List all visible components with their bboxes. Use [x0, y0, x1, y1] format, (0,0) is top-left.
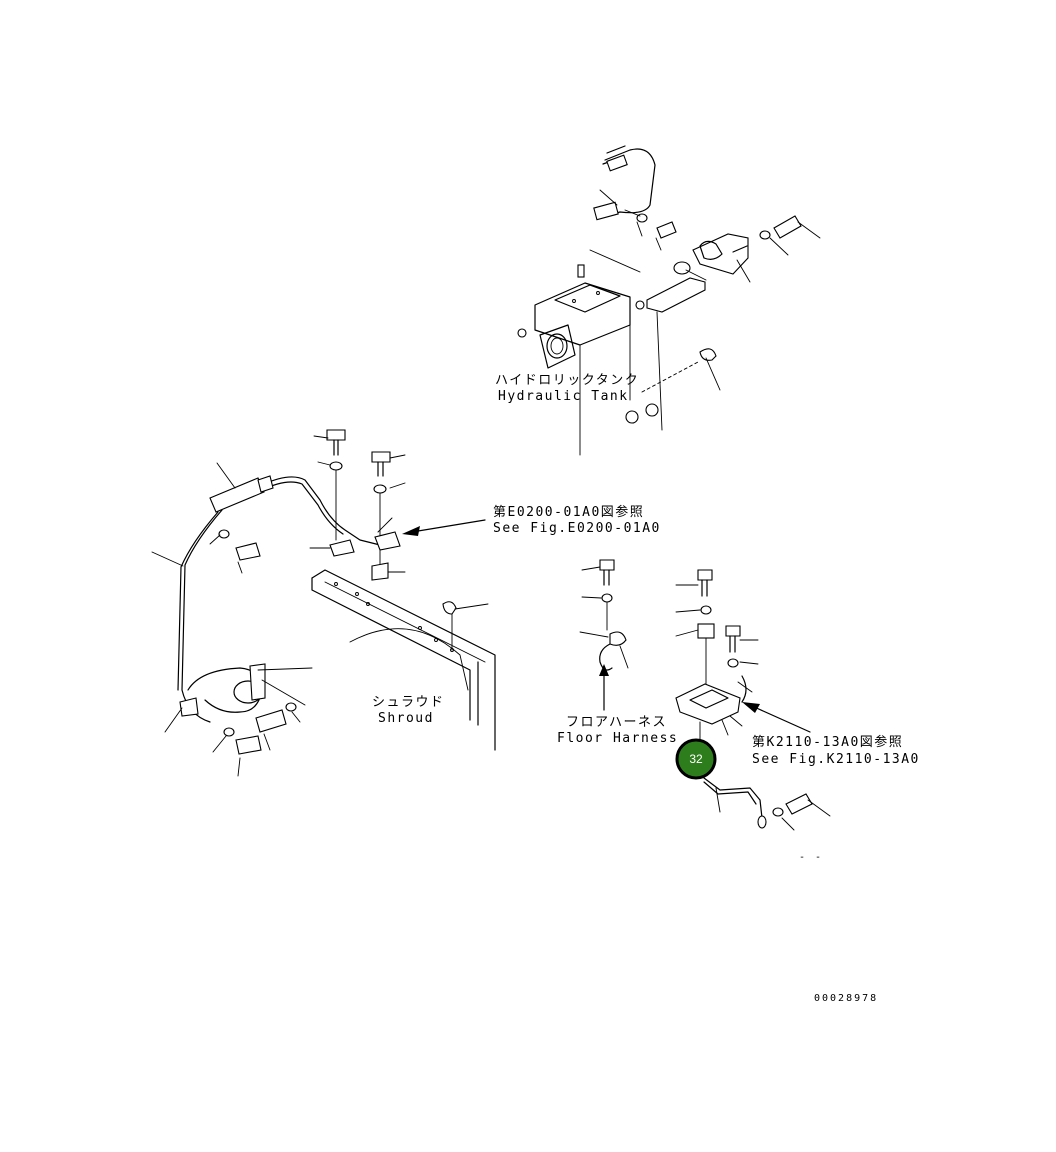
callout-32[interactable]: 32	[675, 738, 717, 780]
floor-harness-label-jp: フロアハーネス	[566, 715, 667, 730]
drawing-number: 00028978	[814, 993, 878, 1004]
shroud-label-en: Shroud	[378, 711, 434, 726]
floor-harness-label-en: Floor Harness	[557, 731, 678, 746]
ref-k2110-label-en: See Fig.K2110-13A0	[752, 752, 920, 767]
hydraulic-tank-label-en: Hydraulic Tank	[498, 389, 629, 404]
ref-e0200-label-jp: 第E0200-01A0図参照	[493, 504, 644, 520]
dash-marks: - -	[799, 852, 823, 863]
ref-k2110-label-jp: 第K2110-13A0図参照	[752, 734, 903, 750]
callout-circle[interactable]	[675, 738, 717, 780]
shroud-harness-assembly	[151, 429, 496, 777]
hydraulic-tank-label-jp: ハイドロリックタンク	[495, 373, 639, 388]
hydraulic-tank-assembly	[517, 145, 821, 456]
shroud-label-jp: シュラウド	[372, 695, 445, 710]
floor-harness-assembly	[579, 559, 831, 831]
ref-e0200-label-en: See Fig.E0200-01A0	[493, 521, 661, 536]
callout-number: 32	[689, 752, 703, 766]
